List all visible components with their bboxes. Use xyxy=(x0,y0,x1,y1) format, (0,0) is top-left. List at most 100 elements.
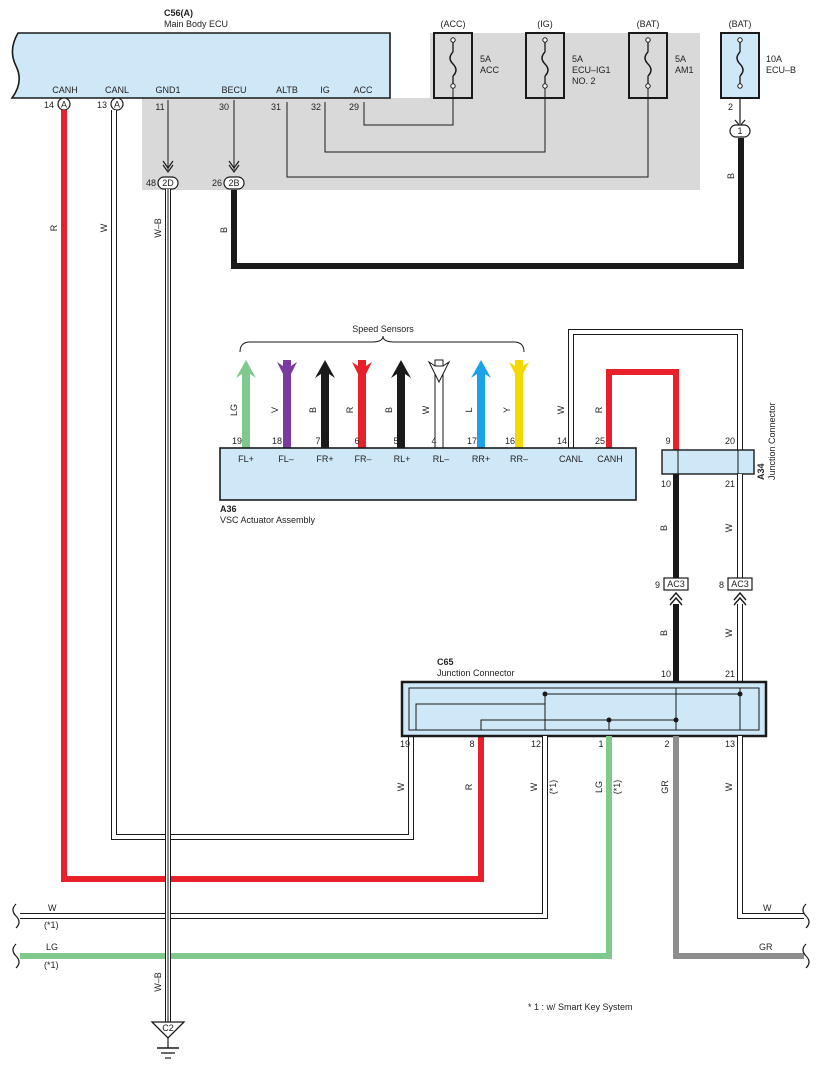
ecu-pin-num-13: 13 xyxy=(97,100,107,110)
main-body-ecu: C56(A) Main Body ECU CANH CANL GND1 BECU… xyxy=(10,8,391,112)
svg-text:18: 18 xyxy=(272,436,282,446)
ground-c2: C2 xyxy=(150,1021,186,1059)
svg-text:LG: LG xyxy=(229,404,239,416)
svg-text:FR–: FR– xyxy=(354,454,371,464)
sensor-wire-fr-plus: B xyxy=(308,360,335,448)
svg-text:1: 1 xyxy=(598,739,603,749)
svg-text:(BAT): (BAT) xyxy=(637,19,660,29)
svg-text:9: 9 xyxy=(655,580,660,590)
sensor-wire-rl-plus: B xyxy=(384,360,411,448)
svg-text:19: 19 xyxy=(232,436,242,446)
svg-text:Junction Connector: Junction Connector xyxy=(437,668,515,678)
sensor-wire-fl-minus: V xyxy=(270,360,297,448)
svg-text:AC3: AC3 xyxy=(667,579,685,589)
svg-text:10A: 10A xyxy=(766,54,782,64)
wire-note-c65-12: (*1) xyxy=(548,780,558,795)
svg-text:V: V xyxy=(270,407,280,413)
svg-text:20: 20 xyxy=(725,436,735,446)
ecu-pin-name-becu: BECU xyxy=(221,85,246,95)
ground-code: C2 xyxy=(162,1023,174,1033)
svg-text:10: 10 xyxy=(661,479,671,489)
sensor-wire-rl-minus: W xyxy=(421,359,451,449)
wire-label-canh: R xyxy=(49,224,59,231)
ecu-pin-conn-a1: A xyxy=(61,100,67,110)
ecu-pin-num-11: 11 xyxy=(155,102,164,112)
wire-label-vsc-canh: R xyxy=(594,406,604,413)
ecu-pin-name-acc: ACC xyxy=(353,85,373,95)
wire-ig-feed xyxy=(324,88,546,153)
svg-text:4: 4 xyxy=(431,436,436,446)
wire-label-canl: W xyxy=(99,223,109,232)
sensor-wire-fl-plus: LG xyxy=(229,360,256,448)
sensor-wire-fr-minus: R xyxy=(345,360,372,448)
wire-label-gnd: W–B xyxy=(153,218,163,238)
svg-text:L: L xyxy=(464,407,474,412)
wire-label-right-gr: GR xyxy=(759,942,773,952)
ecu-pin-name-ig: IG xyxy=(320,85,330,95)
wire-label-c65-12: W xyxy=(529,782,539,791)
svg-text:A34: A34 xyxy=(756,463,766,480)
ecu-pin-conn-a2: A xyxy=(114,100,120,110)
wire-c65-12 xyxy=(20,736,548,919)
svg-text:21: 21 xyxy=(725,479,735,489)
fuse-acc: (ACC) 5A ACC xyxy=(433,19,500,99)
vsc-actuator-assembly: A36 VSC Actuator Assembly 19 18 7 6 5 4 … xyxy=(219,436,637,525)
svg-text:(BAT): (BAT) xyxy=(729,19,752,29)
svg-text:19: 19 xyxy=(400,739,410,749)
svg-text:2: 2 xyxy=(728,102,733,112)
connector-ac3-9: 9 AC3 xyxy=(655,577,689,606)
connector-ac3-8: 8 AC3 xyxy=(719,577,753,606)
ecu-name: Main Body ECU xyxy=(164,19,228,29)
wire-acc-feed xyxy=(363,88,454,126)
svg-text:12: 12 xyxy=(531,739,541,749)
svg-text:RR–: RR– xyxy=(510,454,528,464)
svg-text:2: 2 xyxy=(664,739,669,749)
wire-canh-red xyxy=(61,110,484,882)
svg-text:C65: C65 xyxy=(437,657,454,667)
svg-text:RR+: RR+ xyxy=(472,454,490,464)
wire-label-right-w: W xyxy=(763,903,772,913)
wire-label-ac3-9: B xyxy=(659,630,669,636)
wire-label-ecub: B xyxy=(726,173,736,179)
wire-label-a34-10: B xyxy=(659,525,669,531)
wire-becu-black xyxy=(231,138,744,269)
wire-label-c65-13: W xyxy=(724,782,734,791)
wire-label-becu: B xyxy=(219,227,229,233)
sensor-wire-rr-minus: Y xyxy=(502,360,529,448)
svg-text:AC3: AC3 xyxy=(731,579,749,589)
sensor-wire-rr-plus: L xyxy=(464,360,491,448)
ecu-pin-num-31: 31 xyxy=(271,102,281,112)
ecu-ground-num-26: 26 xyxy=(212,178,222,188)
svg-text:13: 13 xyxy=(725,739,735,749)
svg-text:5A: 5A xyxy=(572,54,583,64)
svg-text:FL+: FL+ xyxy=(238,454,254,464)
ecu-pin-name-canl: CANL xyxy=(105,85,129,95)
svg-text:8: 8 xyxy=(719,580,724,590)
wire-vsc-canh xyxy=(606,369,679,450)
svg-text:6: 6 xyxy=(354,436,359,446)
ecu-pin-name-gnd1: GND1 xyxy=(155,85,180,95)
svg-text:9: 9 xyxy=(665,436,670,446)
ecu-ground-num-48: 48 xyxy=(146,178,156,188)
svg-text:17: 17 xyxy=(467,436,477,446)
ecu-pin-num-32: 32 xyxy=(311,102,321,112)
wire-label-c65-1: LG xyxy=(594,781,604,793)
ecu-pin-num-29: 29 xyxy=(349,102,359,112)
svg-text:ECU–IG1: ECU–IG1 xyxy=(572,65,611,75)
ecu-ground-conn-2d: 2D xyxy=(162,178,174,188)
speed-sensors-label: Speed Sensors xyxy=(352,324,414,334)
svg-text:ECU–B: ECU–B xyxy=(766,65,796,75)
wire-label-ac3-8: W xyxy=(724,628,734,637)
wire-label-left-lg: LG xyxy=(46,942,58,952)
svg-text:CANL: CANL xyxy=(559,454,583,464)
svg-text:RL–: RL– xyxy=(433,454,450,464)
svg-text:21: 21 xyxy=(725,669,735,679)
svg-text:FL–: FL– xyxy=(278,454,294,464)
svg-text:W: W xyxy=(421,405,431,414)
svg-text:8: 8 xyxy=(469,739,474,749)
wire-altb-feed xyxy=(286,88,649,178)
wire-label-c65-2: GR xyxy=(660,780,670,794)
svg-text:5: 5 xyxy=(393,436,398,446)
svg-text:Junction Connector: Junction Connector xyxy=(767,402,777,480)
junction-connector-a34: 9 20 10 21 A34 Junction Connector xyxy=(661,402,777,489)
